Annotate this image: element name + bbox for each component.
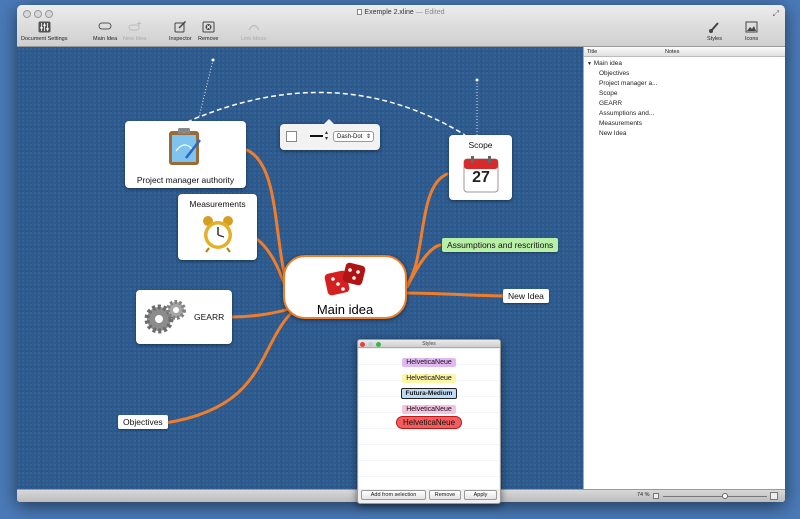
note-connector-left xyxy=(198,59,214,118)
window-title: Exemple 2.xline — Edited xyxy=(17,9,785,16)
outline-col-notes[interactable]: Notes xyxy=(665,49,680,55)
branch-gearr xyxy=(230,307,291,319)
link-handle-left xyxy=(211,58,215,62)
main-idea-button[interactable]: Main Idea xyxy=(93,21,117,42)
remove-style-button[interactable]: Remove xyxy=(429,490,461,500)
fullscreen-icon[interactable]: ⤢ xyxy=(772,9,779,18)
apply-style-button[interactable]: Apply xyxy=(464,490,497,500)
dashed-link-line xyxy=(186,91,466,136)
line-style-popover: ▴▾ Dash-Dot ⇕ xyxy=(280,119,380,150)
branch-assumptions xyxy=(405,243,442,289)
branch-objectives xyxy=(163,309,295,425)
zoom-level: 74 % xyxy=(637,492,650,498)
style-item[interactable]: HelveticaNeue xyxy=(359,367,499,385)
branch-new-idea xyxy=(405,291,505,298)
line-width-swatch xyxy=(310,135,323,137)
zoom-window-button[interactable] xyxy=(45,10,53,18)
picture-icon xyxy=(745,21,758,34)
styles-panel: Styles HelveticaNeue HelveticaNeue Futur… xyxy=(357,339,501,504)
outline-item[interactable]: Assumptions and... xyxy=(599,110,655,117)
sliders-icon xyxy=(21,21,67,34)
outline-item[interactable]: Objectives xyxy=(599,70,630,77)
outline-header: Title Notes xyxy=(584,47,785,57)
add-node-icon xyxy=(123,21,146,34)
add-from-selection-button[interactable]: Add from selection xyxy=(361,490,426,500)
styles-minimize-button[interactable] xyxy=(368,341,373,347)
branch-scope xyxy=(405,172,449,287)
node-measurements[interactable]: Measurements xyxy=(178,194,257,260)
link-handle-right xyxy=(475,78,479,82)
zoom-out-icon[interactable] xyxy=(653,493,659,499)
style-item[interactable]: HelveticaNeue xyxy=(359,398,499,416)
remove-button[interactable]: Remove xyxy=(198,21,218,42)
outline-item[interactable]: Project manager a... xyxy=(599,80,658,87)
style-item[interactable]: HelveticaNeue xyxy=(359,412,499,430)
node-scope[interactable]: Scope 27 xyxy=(449,135,512,200)
alarm-clock-icon xyxy=(203,216,233,253)
clipboard-icon xyxy=(169,128,201,165)
line-style-select[interactable]: Dash-Dot ⇕ xyxy=(333,131,374,142)
new-idea-button[interactable]: New Idea xyxy=(123,21,146,42)
style-item[interactable]: HelveticaNeue xyxy=(359,351,499,369)
styles-toolbar-button[interactable]: Styles xyxy=(707,21,722,42)
inspector-button[interactable]: Inspector xyxy=(169,20,192,42)
dice-icon xyxy=(324,262,366,296)
outline-item[interactable]: New Idea xyxy=(599,130,627,137)
minimize-window-button[interactable] xyxy=(34,10,42,18)
outline-list: ▼ Main idea Objectives Project manager a… xyxy=(584,57,785,139)
link-arc-icon xyxy=(241,21,266,34)
select-arrows-icon: ⇕ xyxy=(365,134,371,140)
node-gearr-label: GEARR xyxy=(194,312,225,322)
styles-panel-titlebar: Styles xyxy=(358,340,500,348)
styles-zoom-button[interactable] xyxy=(376,341,381,347)
node-project-manager[interactable]: Project manager authority xyxy=(125,121,246,188)
zoom-in-icon[interactable] xyxy=(770,492,778,500)
outline-root[interactable]: ▼ Main idea xyxy=(587,60,622,67)
node-measurements-label: Measurements xyxy=(189,199,246,209)
node-assumptions[interactable]: Assumptions and rescritions xyxy=(442,238,559,252)
node-main-idea-label: Main idea xyxy=(316,302,374,317)
oval-node-icon xyxy=(93,21,117,34)
outline-item[interactable]: Scope xyxy=(599,90,618,97)
calendar-day: 27 xyxy=(472,169,490,186)
line-width-stepper[interactable]: ▴▾ xyxy=(325,130,329,142)
brush-icon xyxy=(707,21,722,34)
node-gearr[interactable]: GEARR xyxy=(136,290,232,344)
node-scope-label: Scope xyxy=(468,140,493,150)
node-objectives[interactable]: Objectives xyxy=(118,415,168,429)
node-new-idea[interactable]: New Idea xyxy=(503,289,549,303)
document-settings-button[interactable]: Document Settings xyxy=(21,21,67,42)
outline-sidebar: Title Notes ▼ Main idea Objectives Proje… xyxy=(583,47,785,489)
zoom-slider-knob[interactable] xyxy=(722,493,728,499)
zoom-slider-track[interactable] xyxy=(663,496,767,497)
app-window: Exemple 2.xline — Edited ⤢ Document Sett… xyxy=(17,5,785,502)
style-item[interactable]: Futura-Medium xyxy=(359,382,499,400)
outline-item[interactable]: GEARR xyxy=(599,100,623,107)
title-bar: Exemple 2.xline — Edited ⤢ Document Sett… xyxy=(17,5,785,47)
outline-item[interactable]: Measurements xyxy=(599,120,642,127)
styles-close-button[interactable] xyxy=(360,341,365,347)
document-icon xyxy=(357,9,363,15)
styles-panel-buttons: Add from selection Remove Apply xyxy=(358,490,500,500)
pencil-square-icon xyxy=(169,20,192,34)
link-ideas-button[interactable]: Link Ideas xyxy=(241,21,266,42)
calendar-icon: 27 xyxy=(463,155,499,193)
close-window-button[interactable] xyxy=(23,10,31,18)
outline-col-title[interactable]: Title xyxy=(587,49,598,55)
gears-icon xyxy=(144,300,186,334)
remove-node-icon xyxy=(198,21,218,34)
disclosure-triangle-icon[interactable]: ▼ xyxy=(587,61,592,67)
icons-toolbar-button[interactable]: Icons xyxy=(745,21,758,42)
line-color-well[interactable] xyxy=(286,131,297,142)
node-main-idea[interactable]: Main idea xyxy=(283,255,407,319)
node-project-manager-label: Project manager authority xyxy=(136,175,235,185)
styles-list: HelveticaNeue HelveticaNeue Futura-Mediu… xyxy=(359,349,499,489)
